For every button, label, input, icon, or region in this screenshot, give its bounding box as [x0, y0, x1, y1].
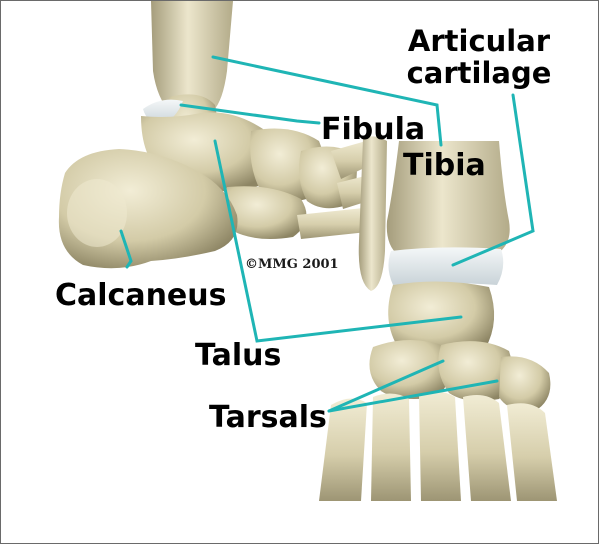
frontal-articular-cartilage [388, 247, 503, 285]
copyright-notice: ©MMG 2001 [245, 257, 339, 272]
frontal-metatarsal-4 [463, 395, 511, 501]
articular-cartilage-label-line2: cartilage [405, 57, 553, 89]
frontal-metatarsal-2 [371, 393, 411, 501]
articular-cartilage-label: Articular cartilage [405, 25, 553, 89]
tarsals-label: Tarsals [209, 403, 327, 433]
articular-cartilage-label-line1: Articular [405, 25, 553, 57]
frontal-tarsal-3 [499, 356, 550, 411]
talus-label: Talus [195, 341, 281, 371]
frontal-metatarsal-3 [419, 391, 461, 501]
frontal-fibula [359, 136, 387, 291]
frontal-metatarsal-5 [507, 403, 557, 501]
fibula-label: Fibula [321, 115, 425, 145]
calcaneus-label: Calcaneus [55, 281, 227, 311]
tibia-label: Tibia [403, 151, 486, 181]
